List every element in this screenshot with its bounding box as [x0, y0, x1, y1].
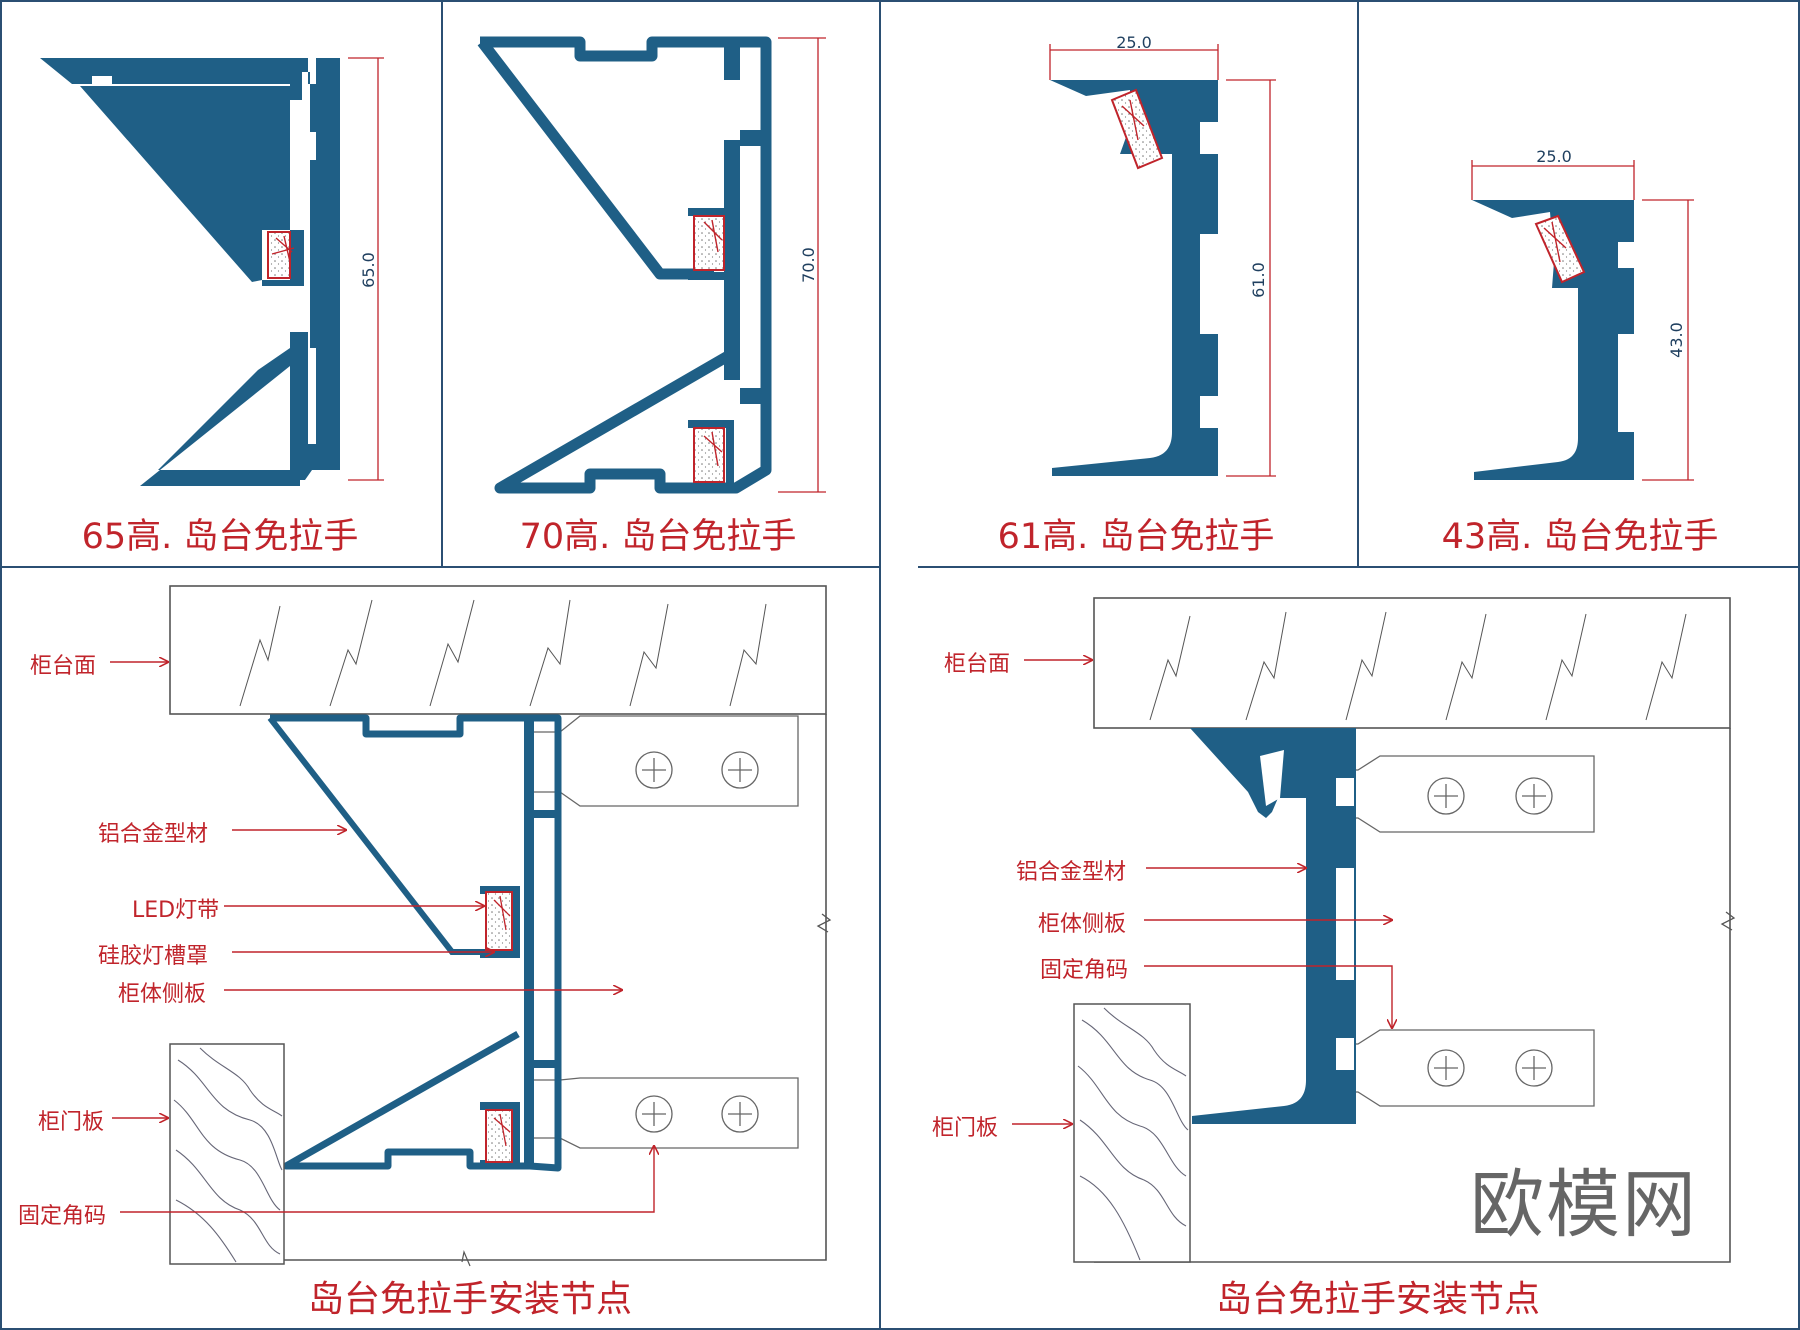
caption-install-right: 岛台免拉手安装节点	[1215, 1279, 1540, 1320]
label-countertop-left: 柜台面	[30, 654, 97, 679]
label-profile-left: 铝合金型材	[98, 822, 209, 847]
dim-61: 61.0	[1249, 262, 1268, 298]
profile-70-section: 70.0	[477, 36, 826, 494]
door-panel-left	[169, 1043, 285, 1265]
label-led-left: LED灯带	[132, 898, 220, 923]
dim-43: 43.0	[1667, 322, 1686, 358]
bracket-top-right	[1325, 755, 1595, 833]
label-bracket-right: 固定角码	[1040, 958, 1129, 983]
dim-43-width: 25.0	[1536, 147, 1572, 166]
label-countertop-right: 柜台面	[944, 652, 1011, 677]
profile-65-section: 65.0	[40, 57, 384, 486]
dim-65: 65.0	[359, 252, 378, 288]
label-cover-left: 硅胶灯槽罩	[98, 944, 209, 969]
profile-61-section: 25.0 61.0	[1049, 33, 1276, 477]
label-door-right: 柜门板	[932, 1116, 999, 1141]
countertop-left	[169, 585, 827, 715]
label-profile-right: 铝合金型材	[1016, 860, 1127, 885]
install-node-left	[110, 585, 832, 1267]
bracket-top	[531, 715, 799, 807]
label-side-panel-right: 柜体侧板	[1038, 912, 1127, 937]
install-node-right	[1012, 597, 1736, 1263]
label-door-left: 柜门板	[38, 1110, 105, 1135]
label-bracket-left: 固定角码	[18, 1204, 107, 1229]
watermark-logo: 欧模网	[1470, 1162, 1698, 1248]
bracket-bottom-right	[1325, 1029, 1595, 1107]
countertop-right	[1093, 597, 1731, 729]
caption-43: 43高. 岛台免拉手	[1441, 517, 1719, 557]
dim-70: 70.0	[799, 247, 818, 283]
dim-61-width: 25.0	[1116, 33, 1152, 52]
caption-install-left: 岛台免拉手安装节点	[307, 1279, 632, 1320]
caption-61: 61高. 岛台免拉手	[997, 517, 1275, 557]
caption-65: 65高. 岛台免拉手	[81, 517, 359, 557]
label-side-panel-left: 柜体侧板	[118, 982, 207, 1007]
caption-70: 70高. 岛台免拉手	[519, 517, 797, 557]
bracket-bottom	[531, 1077, 799, 1149]
profile-43-section: 25.0 43.0	[1471, 147, 1694, 481]
door-panel-right	[1073, 1003, 1191, 1263]
